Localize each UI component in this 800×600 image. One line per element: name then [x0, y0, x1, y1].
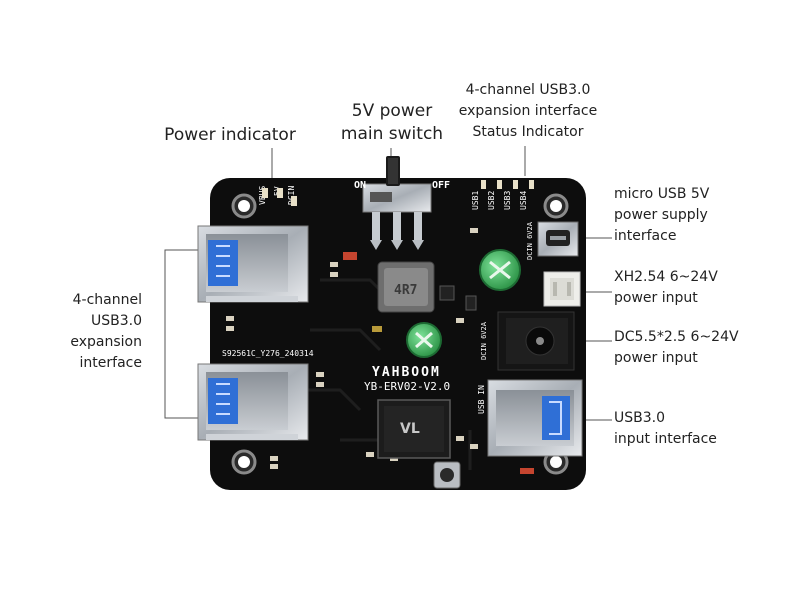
- smd-components: [226, 228, 534, 474]
- callout-xh254-line-1: XH2.54 6~24V: [614, 269, 718, 285]
- callout-dc55: DC5.5*2.5 6~24V power input: [614, 327, 739, 369]
- callout-status-line-1: 4-channel USB3.0: [465, 82, 591, 98]
- silk-on: ON: [354, 180, 366, 191]
- capacitor-1: [479, 249, 521, 291]
- callout-expansion-line-3: expansion: [70, 334, 142, 350]
- callout-status-line-3: Status Indicator: [472, 124, 584, 140]
- status-led-area: USB1 USB2 USB3 USB4: [471, 180, 534, 210]
- callout-xh254: XH2.54 6~24V power input: [614, 267, 718, 309]
- callout-dc55-line-1: DC5.5*2.5 6~24V: [614, 329, 739, 345]
- main-chip: VL: [377, 399, 451, 459]
- micro-usb-port: DCIN 6V2A: [526, 221, 579, 260]
- capacitor-2: [406, 322, 442, 358]
- board-model: YB-ERV02-V2.0: [364, 380, 450, 393]
- inductor-mark: 4R7: [394, 283, 417, 298]
- pcb-board: ON OFF VBUS 5V DCIN USB1 USB2 USB3 USB4: [197, 156, 586, 490]
- callout-micro-usb: micro USB 5V power supply interface: [614, 184, 709, 247]
- power-led-3: [291, 196, 297, 206]
- silk-off: OFF: [432, 180, 450, 191]
- callout-power-indicator: Power indicator: [150, 124, 310, 147]
- power-led-2: [277, 188, 283, 198]
- main-power-switch: ON OFF: [354, 156, 450, 250]
- silk-dcin-top: DCIN 6V2A: [526, 221, 534, 260]
- callout-power-indicator-line-1: Power indicator: [164, 125, 296, 145]
- status-led-2: [497, 180, 502, 189]
- silk-dcin-mid: DCIN 6V2A: [480, 321, 488, 360]
- callout-usb-input-line-1: USB3.0: [614, 410, 666, 426]
- silk-dcin-left: DCIN: [287, 186, 296, 205]
- callout-usb-input: USB3.0 input interface: [614, 408, 717, 450]
- silk-serial: S92561C_Y276_240314: [222, 349, 314, 358]
- reset-button: [433, 461, 461, 489]
- usb3-expansion-port-top: [197, 225, 309, 303]
- callout-main-switch-line-1: 5V power: [351, 101, 433, 121]
- callout-main-switch: 5V power main switch: [322, 100, 462, 146]
- callout-xh254-line-2: power input: [614, 290, 698, 306]
- callout-expansion-line-1: 4-channel: [72, 292, 142, 308]
- callout-expansion-line-4: interface: [79, 355, 142, 371]
- chip-mark: VL: [400, 421, 420, 437]
- board-brand: YAHBOOM: [372, 365, 441, 380]
- status-led-3: [513, 180, 518, 189]
- power-indicator-area: VBUS 5V DCIN: [258, 186, 297, 206]
- callout-main-switch-line-2: main switch: [340, 124, 444, 144]
- status-led-1: [481, 180, 486, 189]
- usb3-input-port: USB IN: [477, 379, 583, 457]
- xh254-connector: [543, 271, 581, 307]
- usb3-expansion-port-bottom: [197, 363, 309, 441]
- callout-dc55-line-2: power input: [614, 350, 698, 366]
- callout-micro-usb-line-2: power supply: [614, 207, 708, 223]
- silk-usb4: USB4: [519, 191, 528, 210]
- inductor: 4R7: [377, 261, 435, 313]
- callout-expansion-line-2: USB3.0: [90, 313, 142, 329]
- dc-barrel-jack: DCIN 6V2A: [480, 311, 575, 371]
- power-led-1: [262, 188, 268, 198]
- silk-usb2: USB2: [487, 191, 496, 210]
- silk-usb-in: USB IN: [477, 385, 486, 414]
- callout-micro-usb-line-3: interface: [614, 228, 677, 244]
- silk-usb3: USB3: [503, 191, 512, 210]
- callout-status-line-2: expansion interface: [458, 103, 598, 119]
- silk-usb1: USB1: [471, 191, 480, 210]
- callout-status-indicator: 4-channel USB3.0 expansion interface Sta…: [448, 80, 608, 143]
- status-led-4: [529, 180, 534, 189]
- callout-micro-usb-line-1: micro USB 5V: [614, 186, 710, 202]
- callout-expansion: 4-channel USB3.0 expansion interface: [30, 290, 142, 374]
- leader-expansion-bracket: [164, 249, 210, 419]
- callout-usb-input-line-2: input interface: [614, 431, 717, 447]
